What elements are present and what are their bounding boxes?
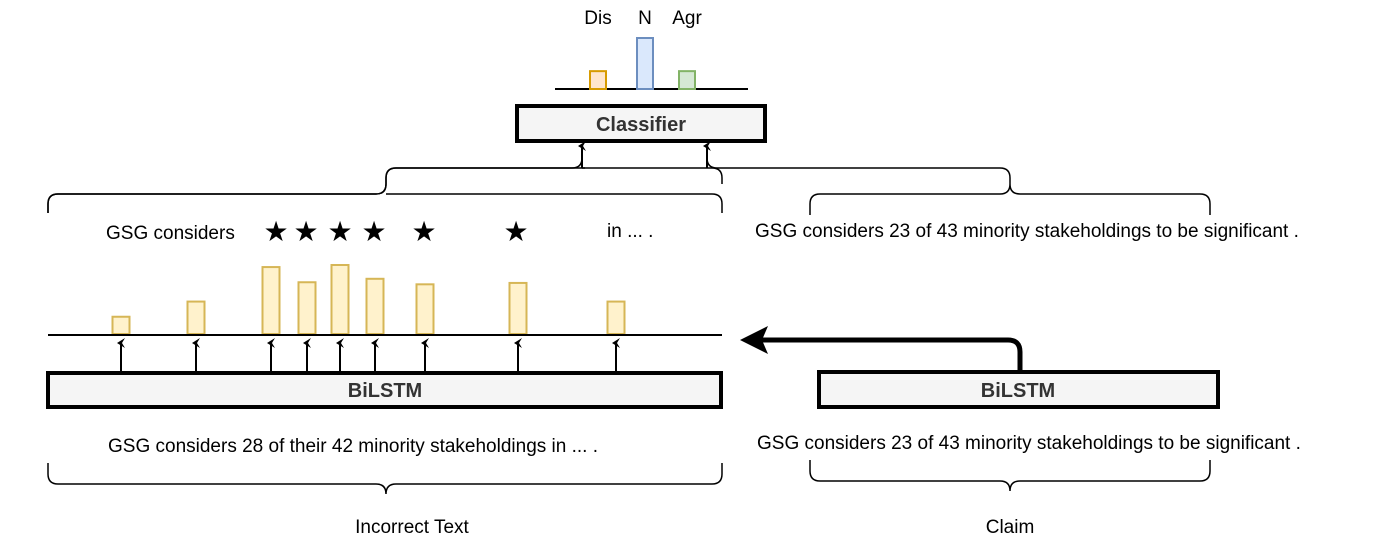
masked-sentence: GSG considers ★ ★ ★ ★ ★ ★ in ... . — [106, 215, 653, 248]
attention-bar — [508, 281, 528, 336]
classifier-box: Classifier — [515, 104, 767, 143]
attention-bar — [415, 283, 435, 336]
classifier-label: Classifier — [596, 114, 686, 136]
classifier-rect — [515, 104, 767, 143]
caption-incorrect-text: Incorrect Text — [355, 517, 469, 538]
dis-label: Dis — [584, 8, 611, 29]
bilstm-right-label: BiLSTM — [981, 380, 1055, 402]
star-icon: ★ — [327, 215, 352, 248]
n-label: N — [638, 8, 652, 29]
attention-bar — [111, 315, 131, 335]
agr-bar — [678, 70, 696, 91]
star-icon: ★ — [293, 215, 318, 248]
left-upper-brace — [47, 167, 723, 213]
dis-bar — [589, 70, 607, 91]
claim-sentence: GSG considers 23 of 43 minority stakehol… — [757, 433, 1301, 454]
attention-bar — [186, 300, 206, 336]
bilstm-right-box: BiLSTM — [817, 370, 1220, 409]
token-arrows — [117, 338, 620, 372]
attention-bars — [111, 264, 626, 336]
incorrect-sentence: GSG considers 28 of their 42 minority st… — [108, 436, 598, 457]
bilstm-left-label: BiLSTM — [348, 380, 422, 402]
caption-claim: Claim — [986, 517, 1035, 538]
claim-encoding-arrowhead — [740, 326, 768, 354]
masked-prefix: GSG considers — [106, 223, 235, 244]
output-distribution: Dis N Agr — [555, 8, 748, 91]
left-upper-brace-part — [47, 154, 585, 213]
star-icon: ★ — [503, 215, 528, 248]
attention-bar — [297, 281, 317, 335]
agr-label: Agr — [672, 8, 702, 29]
star-icon: ★ — [411, 215, 436, 248]
attention-bar — [365, 277, 385, 335]
masked-suffix: in ... . — [607, 221, 653, 242]
star-icon: ★ — [361, 215, 386, 248]
attention-bar — [261, 266, 281, 336]
bilstm-left-rect — [46, 371, 723, 409]
bilstm-right-rect — [817, 370, 1220, 409]
claim-top-text: GSG considers 23 of 43 minority stakehol… — [755, 221, 1299, 242]
claim-encoding-arrow — [760, 337, 1023, 370]
star-icon: ★ — [263, 215, 288, 248]
bilstm-left-box: BiLSTM — [46, 371, 723, 409]
n-bar — [636, 37, 654, 90]
right-upper-brace — [706, 157, 1211, 215]
attention-bar — [330, 264, 350, 335]
left-lower-brace — [47, 463, 723, 495]
attention-bar — [606, 300, 626, 336]
right-lower-brace — [809, 460, 1211, 492]
